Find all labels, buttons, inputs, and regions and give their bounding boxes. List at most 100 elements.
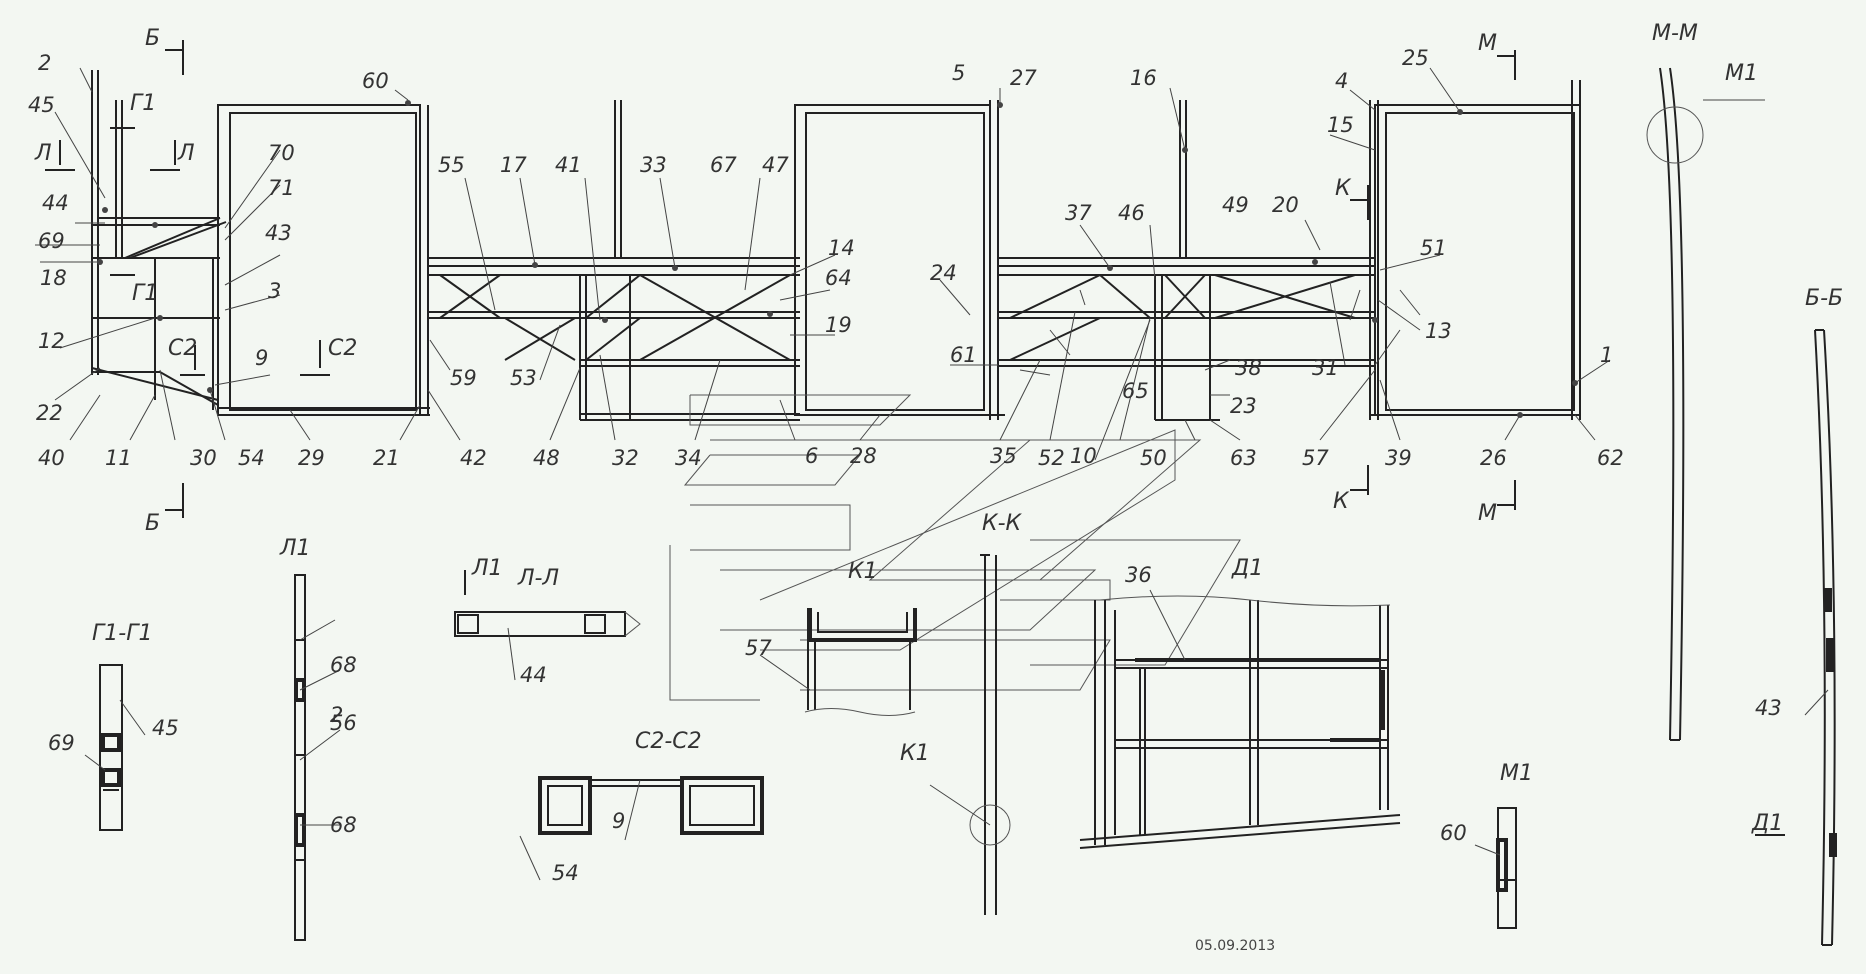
- section-label-c2-left: С2: [168, 336, 197, 361]
- main-frame-elevation: [91, 70, 1581, 421]
- callout-69-detail: 69: [48, 731, 75, 755]
- callout-45-detail: 45: [152, 716, 179, 740]
- callout-70: 70: [268, 141, 295, 165]
- section-m1: [1496, 807, 1517, 929]
- section-label-l-right: Л: [177, 141, 195, 166]
- callout-52: 52: [1038, 446, 1065, 470]
- callout-29: 29: [298, 446, 325, 470]
- callout-28: 28: [850, 444, 877, 468]
- section-label-k-bottom: К: [1333, 489, 1350, 514]
- leader-lines: [35, 67, 1829, 881]
- callout-6: 6: [805, 444, 818, 468]
- callout-22: 22: [36, 401, 63, 425]
- section-label-g1-g1: Г1-Г1: [92, 621, 152, 646]
- callout-65: 65: [1122, 379, 1149, 403]
- section-labels: Б Б М М К К М-М М1 Б-Б К-К К1 К1 Д1 Д1 М…: [34, 21, 1843, 836]
- section-k-k: [969, 554, 1011, 915]
- callout-60-detail: 60: [1440, 821, 1467, 845]
- section-label-k1-circle: К1: [900, 741, 930, 766]
- callout-3: 3: [268, 279, 281, 303]
- callout-17: 17: [500, 153, 527, 177]
- section-label-k: К: [1335, 176, 1352, 201]
- section-label-l-l: Л-Л: [517, 566, 559, 591]
- callout-2-detail: 2: [330, 703, 343, 727]
- projection-lines: [669, 394, 1241, 701]
- callout-37: 37: [1065, 201, 1092, 225]
- callout-67: 67: [710, 153, 737, 177]
- callout-numbers: 1 2 2 3 4 5 6 9 9 10 11 12 13 14 15 16 1…: [28, 46, 1782, 885]
- callout-26: 26: [1480, 446, 1507, 470]
- callout-71: 71: [268, 176, 295, 200]
- callout-18: 18: [40, 266, 67, 290]
- section-label-b-bottom: Б: [145, 511, 160, 536]
- callout-36: 36: [1125, 563, 1152, 587]
- callout-61: 61: [950, 343, 977, 367]
- callout-57: 57: [1302, 446, 1329, 470]
- callout-11: 11: [105, 446, 132, 470]
- callout-12: 12: [38, 329, 65, 353]
- section-label-g1-top: Г1: [130, 91, 156, 116]
- callout-23: 23: [1230, 394, 1257, 418]
- section-label-d1-arrow: Д1: [1751, 811, 1783, 836]
- section-m-m: [1646, 67, 1765, 741]
- callout-42: 42: [460, 446, 487, 470]
- callout-50: 50: [1140, 446, 1167, 470]
- callout-43-bb: 43: [1755, 696, 1782, 720]
- section-c2-c2: [538, 776, 764, 835]
- callout-57-detail: 57: [745, 636, 772, 660]
- callout-40: 40: [38, 446, 65, 470]
- section-label-l1: Л1: [279, 536, 311, 561]
- callout-47: 47: [762, 153, 789, 177]
- section-g1-g1: [99, 664, 123, 831]
- callout-24: 24: [930, 261, 957, 285]
- callout-44-detail: 44: [520, 663, 547, 687]
- callout-60: 60: [362, 69, 389, 93]
- section-label-d1: Д1: [1231, 556, 1263, 581]
- callout-45: 45: [28, 93, 55, 117]
- callout-21: 21: [373, 446, 400, 470]
- callout-54: 54: [238, 446, 265, 470]
- section-l-l: [454, 611, 641, 637]
- drawing-date: 05.09.2013: [1195, 938, 1275, 954]
- callout-35: 35: [990, 444, 1017, 468]
- callout-5: 5: [952, 61, 965, 85]
- callout-15: 15: [1327, 113, 1354, 137]
- callout-53: 53: [510, 366, 537, 390]
- callout-13: 13: [1425, 319, 1452, 343]
- callout-33: 33: [640, 153, 667, 177]
- callout-39: 39: [1385, 446, 1412, 470]
- section-label-b: Б: [145, 26, 160, 51]
- callout-14: 14: [828, 236, 855, 260]
- callout-19: 19: [825, 313, 852, 337]
- callout-43: 43: [265, 221, 292, 245]
- callout-4: 4: [1335, 69, 1348, 93]
- section-label-c2-c2: С2-С2: [635, 729, 702, 754]
- detail-k1: [804, 608, 917, 716]
- section-label-b-b: Б-Б: [1805, 286, 1843, 311]
- section-label-c2-right: С2: [328, 336, 357, 361]
- detail-d1: [1079, 595, 1401, 849]
- callout-48: 48: [533, 446, 560, 470]
- section-label-g1-mid: Г1: [132, 281, 158, 306]
- section-label-m-bottom: М: [1478, 501, 1497, 526]
- section-b-b: [1814, 329, 1837, 946]
- callout-34: 34: [675, 446, 702, 470]
- callout-41: 41: [555, 153, 582, 177]
- callout-69: 69: [38, 229, 65, 253]
- section-label-k-k: К-К: [982, 511, 1023, 536]
- callout-25: 25: [1402, 46, 1429, 70]
- callout-16: 16: [1130, 66, 1157, 90]
- callout-30: 30: [190, 446, 217, 470]
- callout-31: 31: [1312, 356, 1339, 380]
- callout-49: 49: [1222, 193, 1249, 217]
- section-label-l-left: Л: [34, 141, 52, 166]
- callout-55: 55: [438, 153, 465, 177]
- section-label-m-m: М-М: [1652, 21, 1698, 46]
- callout-56: 56: [330, 711, 357, 735]
- section-label-k1-detail: К1: [848, 559, 878, 584]
- callout-32: 32: [612, 446, 639, 470]
- callout-62: 62: [1597, 446, 1624, 470]
- callout-27: 27: [1010, 66, 1037, 90]
- section-arrows: [45, 40, 1785, 836]
